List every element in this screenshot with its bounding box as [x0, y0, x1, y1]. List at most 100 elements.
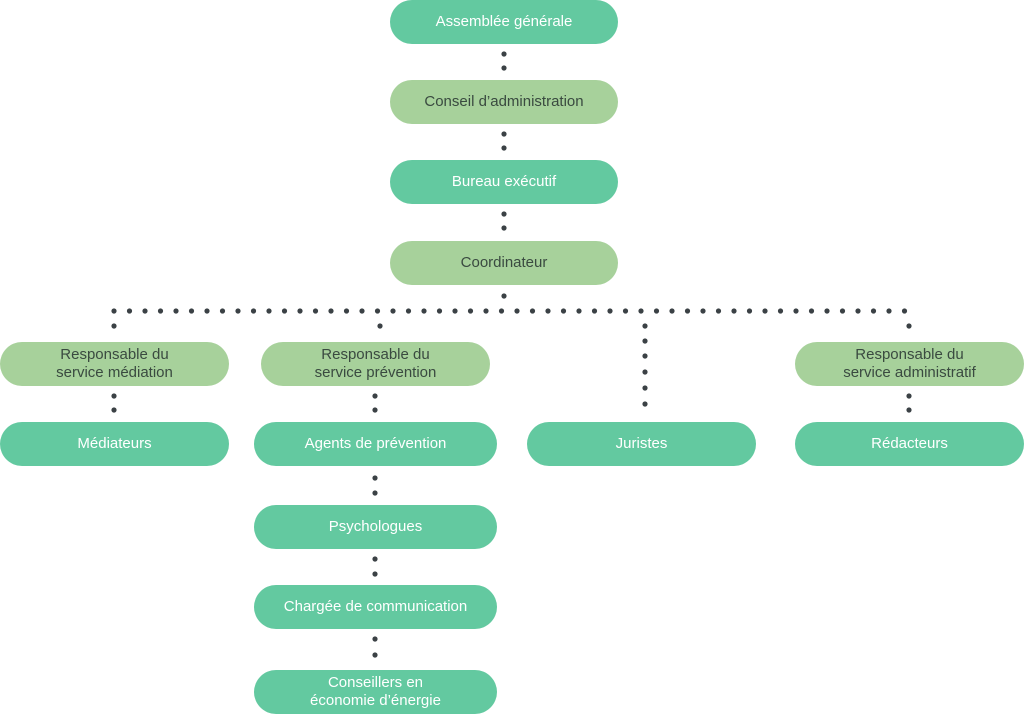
connector-dot — [642, 385, 648, 391]
connector-dot — [501, 211, 507, 217]
connector-dot — [607, 308, 613, 314]
connector-dot — [839, 308, 846, 314]
node-label: Assemblée générale — [435, 13, 573, 30]
node-label: Responsable du service administratif — [843, 346, 976, 381]
connector-dot — [157, 308, 164, 314]
connector-dot — [188, 308, 195, 314]
node-bureau-executif: Bureau exécutif — [390, 160, 618, 204]
node-responsable-administratif: Responsable du service administratif — [795, 342, 1024, 386]
connector-dot — [870, 308, 877, 314]
connector-dot — [501, 145, 507, 151]
connector-dot — [359, 308, 365, 314]
connector-dot — [483, 308, 489, 314]
connector-dot — [372, 393, 378, 399]
connector-dot — [142, 308, 148, 314]
node-conseil-administration: Conseil d’administration — [390, 80, 618, 124]
connector-dot — [824, 308, 830, 314]
connector-dot — [312, 308, 319, 314]
node-label: Rédacteurs — [871, 435, 948, 452]
connector-dot — [715, 308, 722, 314]
connector-dot — [642, 369, 648, 375]
connector-dot — [684, 308, 691, 314]
node-label: Juristes — [615, 435, 668, 452]
connector-dot — [746, 308, 753, 314]
connector-dot — [622, 308, 629, 314]
connector-dot — [467, 308, 474, 314]
connector-dot — [343, 308, 350, 314]
connector-dot — [529, 308, 536, 314]
connector-dot — [328, 308, 334, 314]
connector-dot — [372, 407, 378, 413]
connector-dot — [111, 323, 117, 329]
connector-dot — [808, 308, 815, 314]
node-mediateurs: Médiateurs — [0, 422, 229, 466]
connector-dot — [266, 308, 272, 314]
connector-dot — [901, 308, 908, 314]
connector-dot — [669, 308, 675, 314]
connector-dot — [235, 308, 241, 314]
connector-dot — [390, 308, 396, 314]
node-label: Conseillers en économie d’énergie — [310, 674, 441, 709]
connector-dot — [374, 308, 381, 314]
connector-dot — [173, 308, 179, 314]
connector-dot — [111, 407, 117, 413]
connector-dot — [653, 308, 660, 314]
connector-dot — [591, 308, 598, 314]
connector-dot — [126, 308, 133, 314]
connector-dot — [762, 308, 768, 314]
connector-dot — [111, 308, 117, 314]
connector-dot — [436, 308, 443, 314]
node-label: Coordinateur — [460, 254, 548, 271]
connector-dot — [576, 308, 582, 314]
node-responsable-prevention: Responsable du service prévention — [261, 342, 490, 386]
connector-dot — [372, 556, 378, 562]
node-label: Bureau exécutif — [451, 173, 557, 190]
node-responsable-mediation: Responsable du service médiation — [0, 342, 229, 386]
connector-dot — [501, 65, 507, 71]
connector-dot — [514, 308, 520, 314]
connector-dot — [642, 401, 648, 407]
node-conseillers-energie: Conseillers en économie d’énergie — [254, 670, 497, 714]
node-assemblee-generale: Assemblée générale — [390, 0, 618, 44]
connector-dot — [906, 393, 912, 399]
node-label: Chargée de communication — [283, 598, 468, 615]
connector-dot — [777, 308, 784, 314]
node-redacteurs: Rédacteurs — [795, 422, 1024, 466]
connector-dot — [638, 308, 644, 314]
node-psychologues: Psychologues — [254, 505, 497, 549]
node-label: Responsable du service prévention — [314, 346, 437, 381]
connector-dot — [501, 293, 507, 299]
node-label: Responsable du service médiation — [56, 346, 173, 381]
node-juristes: Juristes — [527, 422, 756, 466]
node-chargee-communication: Chargée de communication — [254, 585, 497, 629]
node-label: Conseil d’administration — [424, 93, 584, 110]
connector-dot — [545, 308, 551, 314]
connector-dot — [452, 308, 458, 314]
connector-dot — [421, 308, 427, 314]
connector-dot — [642, 338, 648, 344]
connector-dot — [886, 308, 892, 314]
connector-dot — [642, 353, 648, 359]
node-agents-prevention: Agents de prévention — [254, 422, 497, 466]
connector-dot — [372, 490, 378, 496]
connector-dot — [281, 308, 288, 314]
connector-dot — [731, 308, 737, 314]
connector-dot — [372, 475, 378, 481]
connector-dot — [906, 407, 912, 413]
node-label: Agents de prévention — [304, 435, 447, 452]
connector-dot — [405, 308, 412, 314]
connector-dot — [297, 308, 303, 314]
connector-dot — [372, 571, 378, 577]
connector-dot — [906, 323, 912, 329]
connector-dot — [111, 393, 117, 399]
connector-dot — [204, 308, 210, 314]
connector-dot — [219, 308, 226, 314]
node-label: Médiateurs — [77, 435, 152, 452]
node-label: Psychologues — [328, 518, 423, 535]
connector-dot — [560, 308, 567, 314]
connector-dot — [501, 131, 507, 137]
connector-dot — [250, 308, 257, 314]
connector-dot — [793, 308, 799, 314]
connector-dot — [372, 652, 378, 658]
